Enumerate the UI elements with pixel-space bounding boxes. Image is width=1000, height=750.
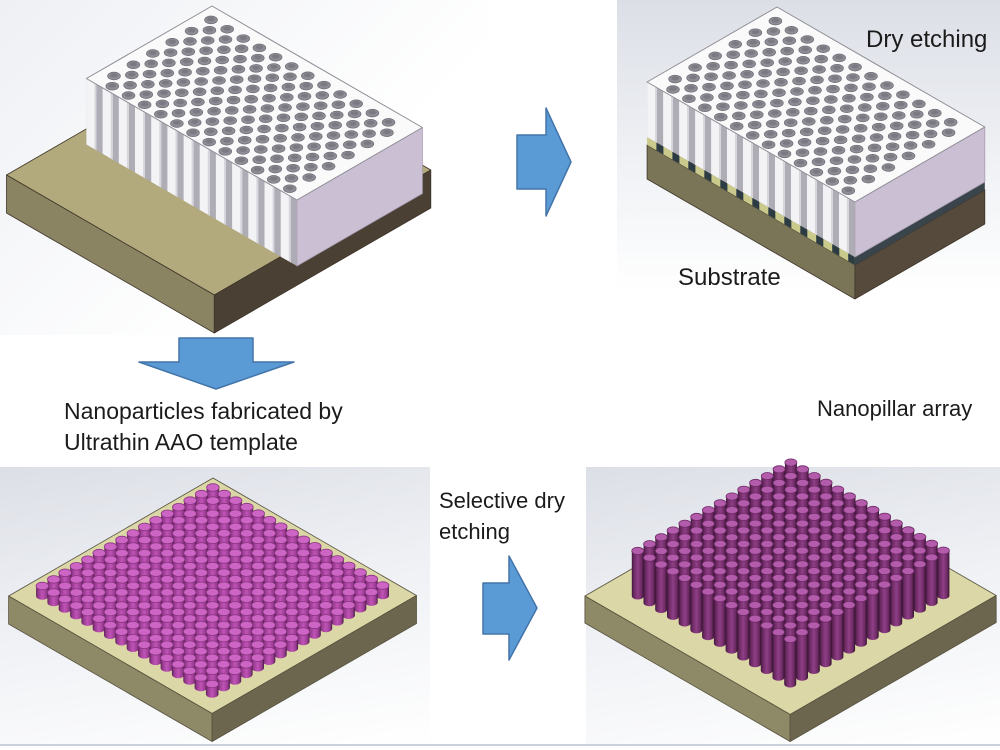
label-nanoparticles-line1: Nanoparticles fabricated by xyxy=(64,398,343,424)
label-selective-line1: Selective dry xyxy=(439,488,565,513)
label-substrate: Substrate xyxy=(678,264,781,291)
label-selective-line2: etching xyxy=(439,519,510,544)
label-dry-etching: Dry etching xyxy=(866,26,988,53)
arrow-down xyxy=(138,337,295,390)
label-nanopillar-array: Nanopillar array xyxy=(817,396,973,421)
dry-etched-template-stack xyxy=(646,6,986,300)
arrow-right-bottom xyxy=(482,555,538,661)
label-nanoparticles-line2: Ultrathin AAO template xyxy=(64,429,298,455)
label-nanoparticles-caption: Nanoparticles fabricated by Ultrathin AA… xyxy=(64,396,343,458)
bottom-divider xyxy=(0,744,1000,746)
nanoparticle-array xyxy=(8,477,417,742)
aao-template-on-substrate xyxy=(6,5,432,334)
label-selective-dry-etching: Selective dry etching xyxy=(439,485,565,547)
nanopillar-array xyxy=(584,458,997,742)
arrow-right-top xyxy=(516,107,572,217)
process-arrows xyxy=(138,107,572,661)
